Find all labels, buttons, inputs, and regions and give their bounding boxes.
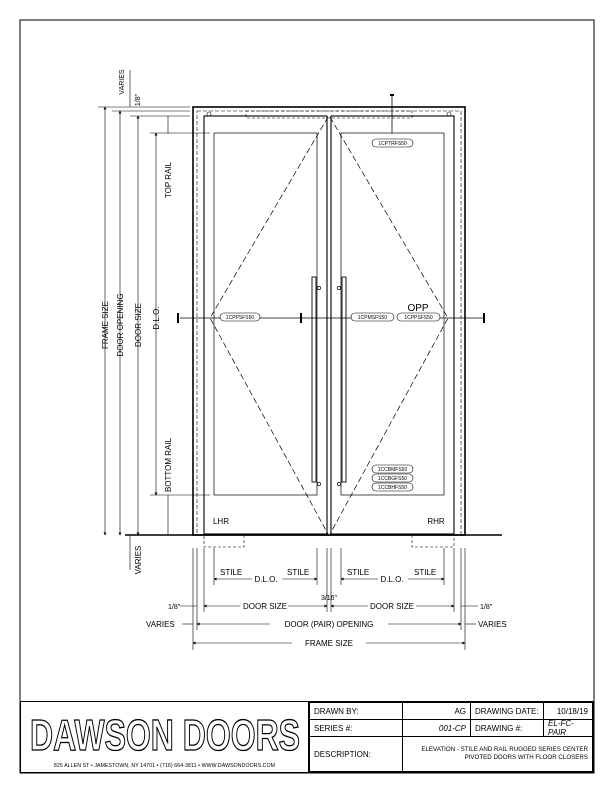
title-block: DAWSON DOORS 825 ALLEN ST • JAMESTOWN, N… <box>20 701 594 773</box>
dim-stile: STILE <box>347 568 369 577</box>
dim-door-pair-opening: DOOR (PAIR) OPENING <box>285 620 374 629</box>
drawing-number-value: EL-FC-PAIR <box>543 719 593 737</box>
dim-varies-top: VARIES <box>119 69 126 94</box>
left-door <box>203 115 329 535</box>
vertical-dimension-labels: VARIES 1/8" FRAME SIZE DOOR OPENING DOOR… <box>101 69 173 574</box>
series-label: SERIES #: <box>309 719 403 737</box>
dim-stile: STILE <box>220 568 242 577</box>
floor-closers <box>203 534 455 548</box>
dim-door-opening-v: DOOR OPENING <box>116 293 125 356</box>
dim-varies-bottom: VARIES <box>134 546 143 575</box>
dim-stile: STILE <box>414 568 436 577</box>
dim-varies-right: VARIES <box>478 620 507 629</box>
door-pulls <box>311 276 347 486</box>
dim-frame-size-v: FRAME SIZE <box>101 301 110 349</box>
description-label: DESCRIPTION: <box>309 736 403 772</box>
company-logo-area: DAWSON DOORS 825 ALLEN ST • JAMESTOWN, N… <box>21 702 309 772</box>
dim-varies-left: VARIES <box>146 620 175 629</box>
opp-label: OPP <box>407 303 428 314</box>
dim-frame-size-h: FRAME SIZE <box>305 639 353 648</box>
dim-eighth-top: 1/8" <box>135 93 142 106</box>
dim-bottom-rail: BOTTOM RAIL <box>164 437 173 492</box>
company-wordmark: DAWSON DOORS <box>30 711 300 760</box>
lhr-label: LHR <box>213 517 229 526</box>
top-pivot-hardware <box>206 94 452 133</box>
hardware-code: 1CPTRFS50 <box>378 141 407 147</box>
description-value: ELEVATION - STILE AND RAIL RUGGED SERIES… <box>402 736 593 772</box>
dim-door-size-h: DOOR SIZE <box>243 602 287 611</box>
company-address: 825 ALLEN ST • JAMESTOWN, NY 14701 • (71… <box>53 763 276 769</box>
hardware-code: 1CCBGFS50 <box>378 476 407 482</box>
dim-dlo-h: D.L.O. <box>254 575 277 584</box>
hardware-lines <box>177 313 485 323</box>
hardware-tag-left-pull: 1CPPSFS50 <box>219 312 261 322</box>
drawing-number-label: DRAWING #: <box>470 719 544 737</box>
dim-door-size-h: DOOR SIZE <box>370 602 414 611</box>
drawing-date-value: 10/18/19 <box>543 702 593 720</box>
series-value: 001-CP <box>402 719 471 737</box>
dim-door-size-v: DOOR SIZE <box>134 303 143 347</box>
company-logo: DAWSON DOORS <box>29 710 300 760</box>
horizontal-dimension-labels: STILE STILE STILE STILE D.L.O. D.L.O. DO… <box>146 568 507 648</box>
drawn-by-value: AG <box>402 702 471 720</box>
dim-dlo-h: D.L.O. <box>380 575 403 584</box>
dim-dlo-v: D.L.O. <box>152 306 161 329</box>
drawing-date-label: DRAWING DATE: <box>470 702 544 720</box>
dim-eighth-left: 1/8" <box>168 604 181 611</box>
hardware-code: 1CPPSFS50 <box>404 315 433 321</box>
hardware-tag-center-left: 1CPMSFS50 <box>350 312 395 322</box>
hardware-code: 1CCBHFS50 <box>378 485 407 491</box>
dim-top-rail: TOP RAIL <box>164 161 173 198</box>
dim-center-gap: 3/16" <box>321 595 338 602</box>
vertical-dimensions <box>98 70 210 570</box>
dim-eighth-right: 1/8" <box>480 604 493 611</box>
hardware-tag-center-right: 1CPPSFS50 <box>396 312 441 322</box>
drawn-by-label: DRAWN BY: <box>309 702 403 720</box>
hardware-tag-top: 1CPTRFS50 <box>371 138 414 148</box>
hardware-code: 1CCBMFS50 <box>378 467 408 473</box>
rhr-label: RHR <box>427 517 445 526</box>
dim-stile: STILE <box>287 568 309 577</box>
sheet-border <box>19 19 595 774</box>
hardware-code: 1CPPSFS50 <box>226 315 255 321</box>
right-door <box>329 115 455 535</box>
hardware-code: 1CPMSFS50 <box>358 315 387 321</box>
hardware-tags-bottom: 1CCBMFS50 1CCBGFS50 1CCBHFS50 <box>371 464 414 492</box>
